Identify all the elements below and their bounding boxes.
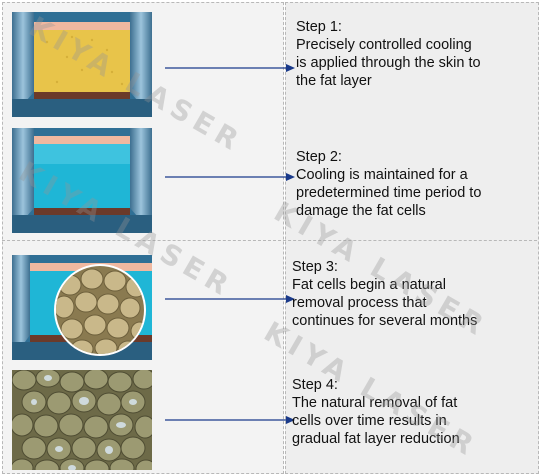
step-4-text: Step 4: The natural removal of fat cells… xyxy=(292,376,532,448)
applicator-cooled-fat-icon xyxy=(12,128,152,233)
step-title: Step 2: xyxy=(296,149,342,165)
step-3-text: Step 3: Fat cells begin a natural remova… xyxy=(292,258,532,330)
step-4-illustration xyxy=(12,370,152,470)
step-2-illustration xyxy=(12,128,152,233)
step-line: is applied through the skin to xyxy=(296,55,481,71)
step-line: predetermined time period to xyxy=(296,185,482,201)
arrow-right-icon xyxy=(165,64,295,72)
step-line: Fat cells begin a natural xyxy=(292,277,446,293)
step-1-illustration xyxy=(12,12,152,117)
step-line: The natural removal of fat xyxy=(292,395,458,411)
step-line: the fat layer xyxy=(296,73,372,89)
step-title: Step 3: xyxy=(292,259,338,275)
step-line: removal process that xyxy=(292,295,427,311)
step-2-text: Step 2: Cooling is maintained for a pred… xyxy=(296,148,536,220)
step-line: damage the fat cells xyxy=(296,203,426,219)
step-line: Cooling is maintained for a xyxy=(296,167,468,183)
step-line: gradual fat layer reduction xyxy=(292,431,460,447)
step-line: cells over time results in xyxy=(292,413,447,429)
applicator-yellow-fat-icon xyxy=(12,12,152,117)
arrow-right-icon xyxy=(165,295,295,303)
section-divider xyxy=(2,240,537,241)
fat-cells-closeup-icon xyxy=(12,370,152,470)
arrow-right-icon xyxy=(165,173,295,181)
step-1-text: Step 1: Precisely controlled cooling is … xyxy=(296,18,536,90)
step-line: continues for several months xyxy=(292,313,478,329)
step-3-illustration xyxy=(12,255,152,360)
step-line: Precisely controlled cooling xyxy=(296,37,472,53)
magnified-fat-cells-icon xyxy=(12,255,152,360)
step-title: Step 4: xyxy=(292,377,338,393)
step-title: Step 1: xyxy=(296,19,342,35)
text-column-frame xyxy=(285,2,539,474)
arrow-right-icon xyxy=(165,416,295,424)
